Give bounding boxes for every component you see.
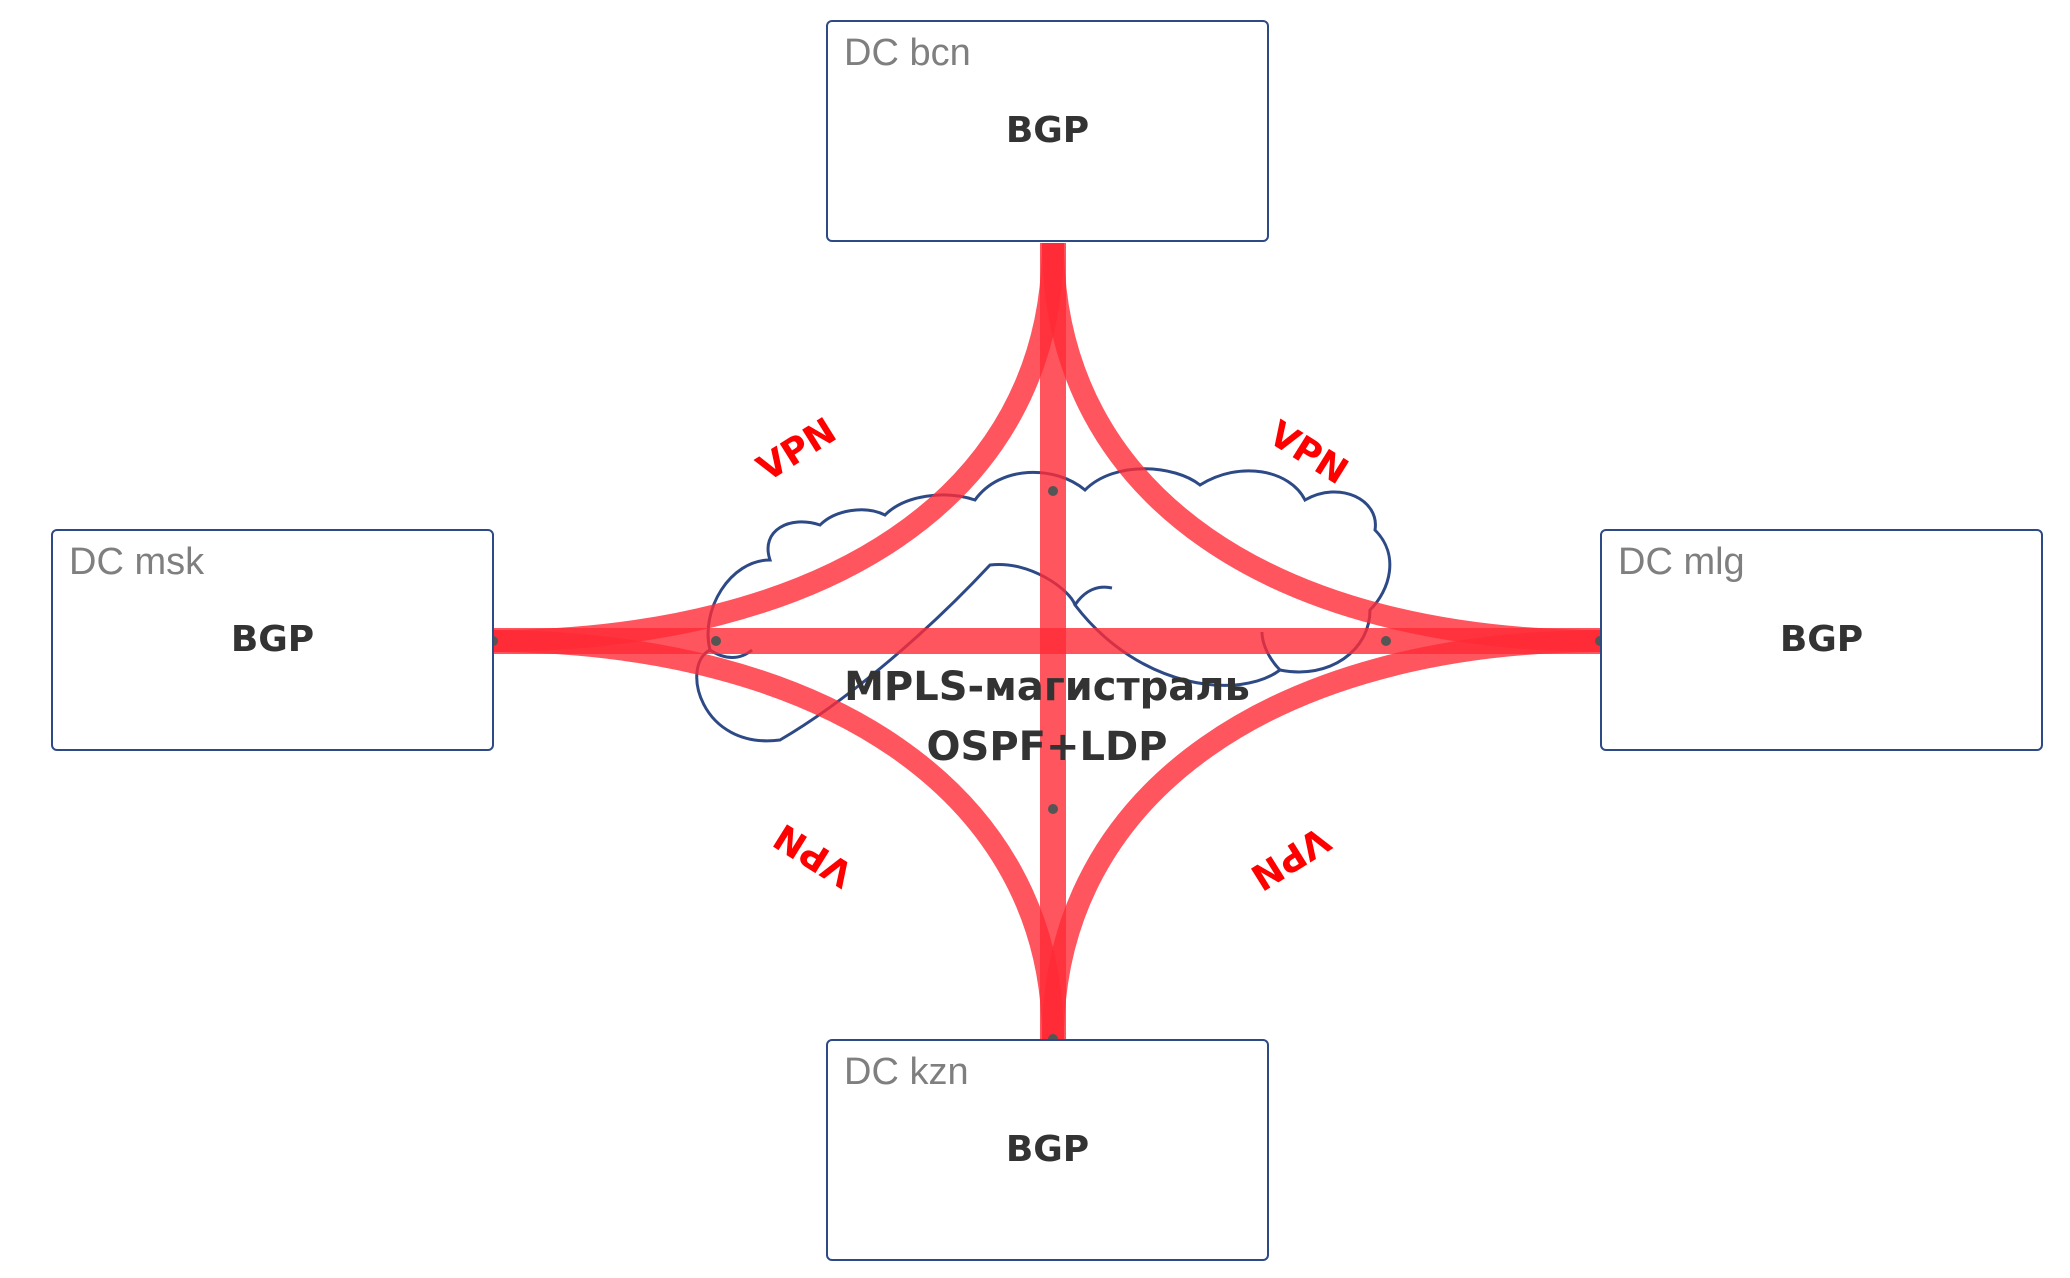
dc-box-msk: DC msk BGP [51,529,494,751]
backbone-title: MPLS-магистраль [844,664,1250,710]
dc-protocol: BGP [1005,110,1090,151]
dc-protocol: BGP [1779,619,1864,660]
dc-name: DC msk [69,541,205,583]
backbone-subtitle: OSPF+LDP [927,724,1168,770]
dc-box-mlg: DC mlg BGP [1600,529,2043,751]
links [492,242,1601,1040]
vpn-curve-kzn-mlg [1042,630,1601,1040]
dc-box-kzn: DC kzn BGP [826,1039,1269,1261]
vpn-curve-kzn-msk [492,630,1064,1040]
junction-dot [1048,804,1058,814]
dc-box-bcn: DC bcn BGP [826,20,1269,242]
dc-name: DC kzn [844,1051,969,1093]
vpn-label-kzn-msk: VPN [767,815,860,894]
vpn-label-bcn-msk: VPN [750,411,843,490]
vpn-curve-bcn-mlg [1042,242,1601,652]
cloud-inner-curve [1073,585,1113,606]
dc-name: DC bcn [844,32,971,74]
dc-protocol: BGP [230,619,315,660]
junction-dot [711,636,721,646]
vpn-curve-bcn-msk [492,242,1064,652]
junction-dot [1048,486,1058,496]
vpn-label-bcn-mlg: VPN [1261,414,1354,493]
dc-name: DC mlg [1618,541,1745,583]
dc-protocol: BGP [1005,1129,1090,1170]
vpn-label-kzn-mlg: VPN [1243,818,1336,897]
junction-dot [1381,636,1391,646]
